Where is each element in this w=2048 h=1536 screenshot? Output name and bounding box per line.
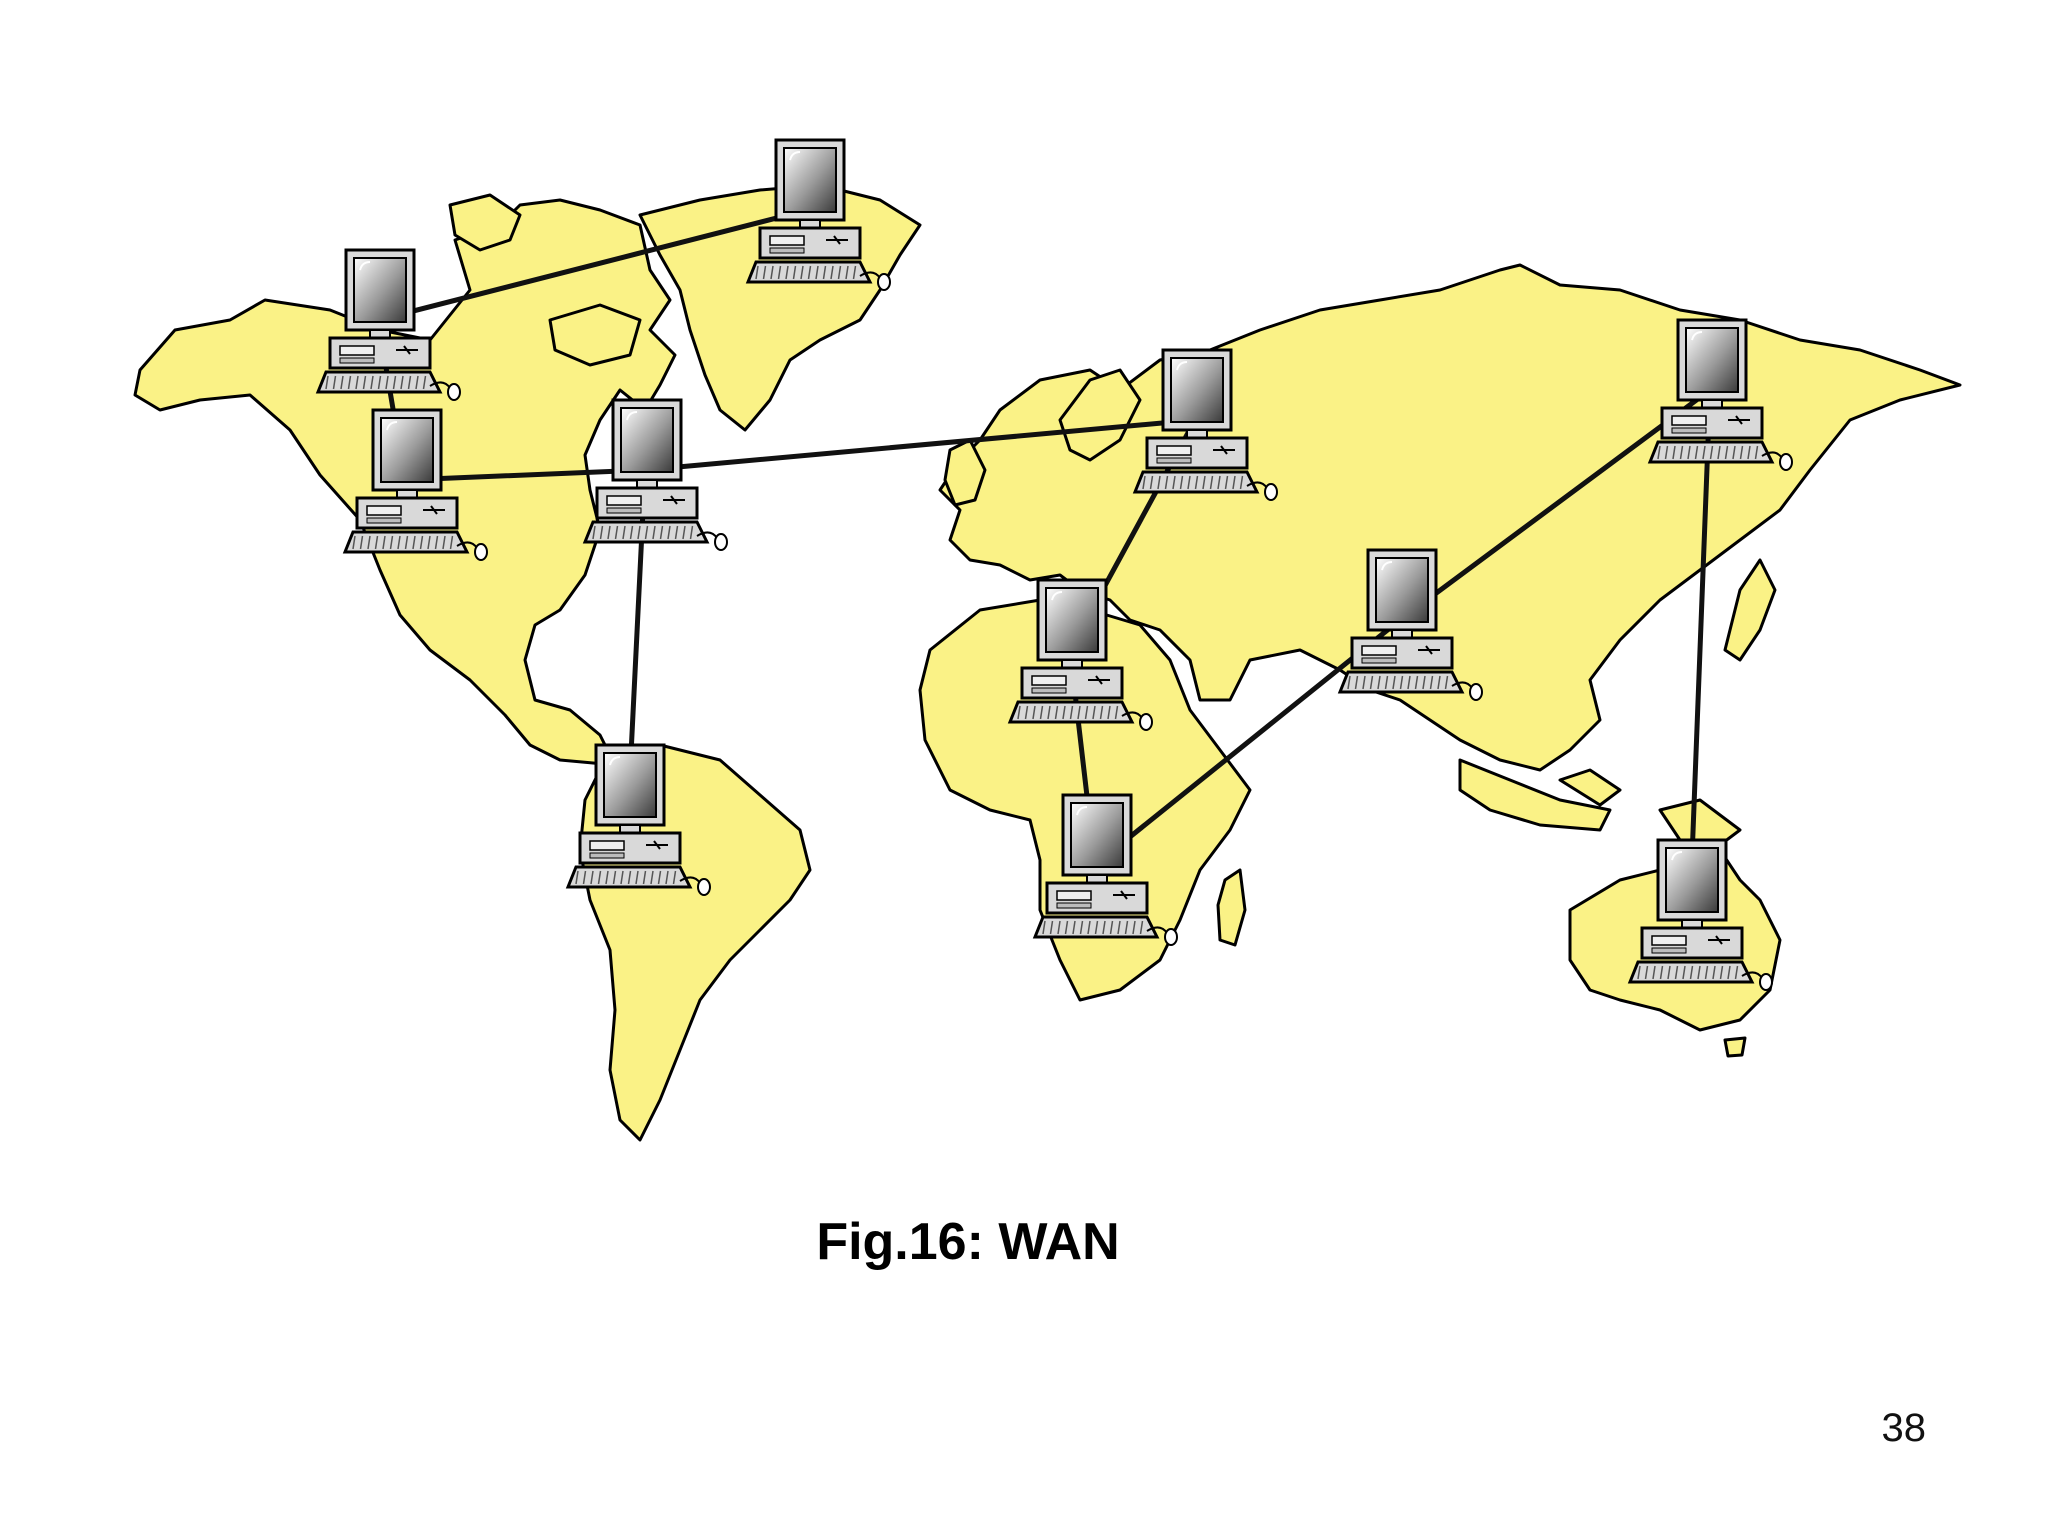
desktop-computer-icon	[585, 400, 727, 550]
page-number: 38	[1882, 1406, 1927, 1451]
tasmania	[1725, 1038, 1745, 1056]
madagascar	[1218, 870, 1245, 945]
southeast-asia-islands	[1460, 760, 1740, 845]
greenland	[640, 185, 920, 430]
japan	[1725, 560, 1775, 660]
figure-caption: Fig.16: WAN	[0, 1212, 1936, 1272]
